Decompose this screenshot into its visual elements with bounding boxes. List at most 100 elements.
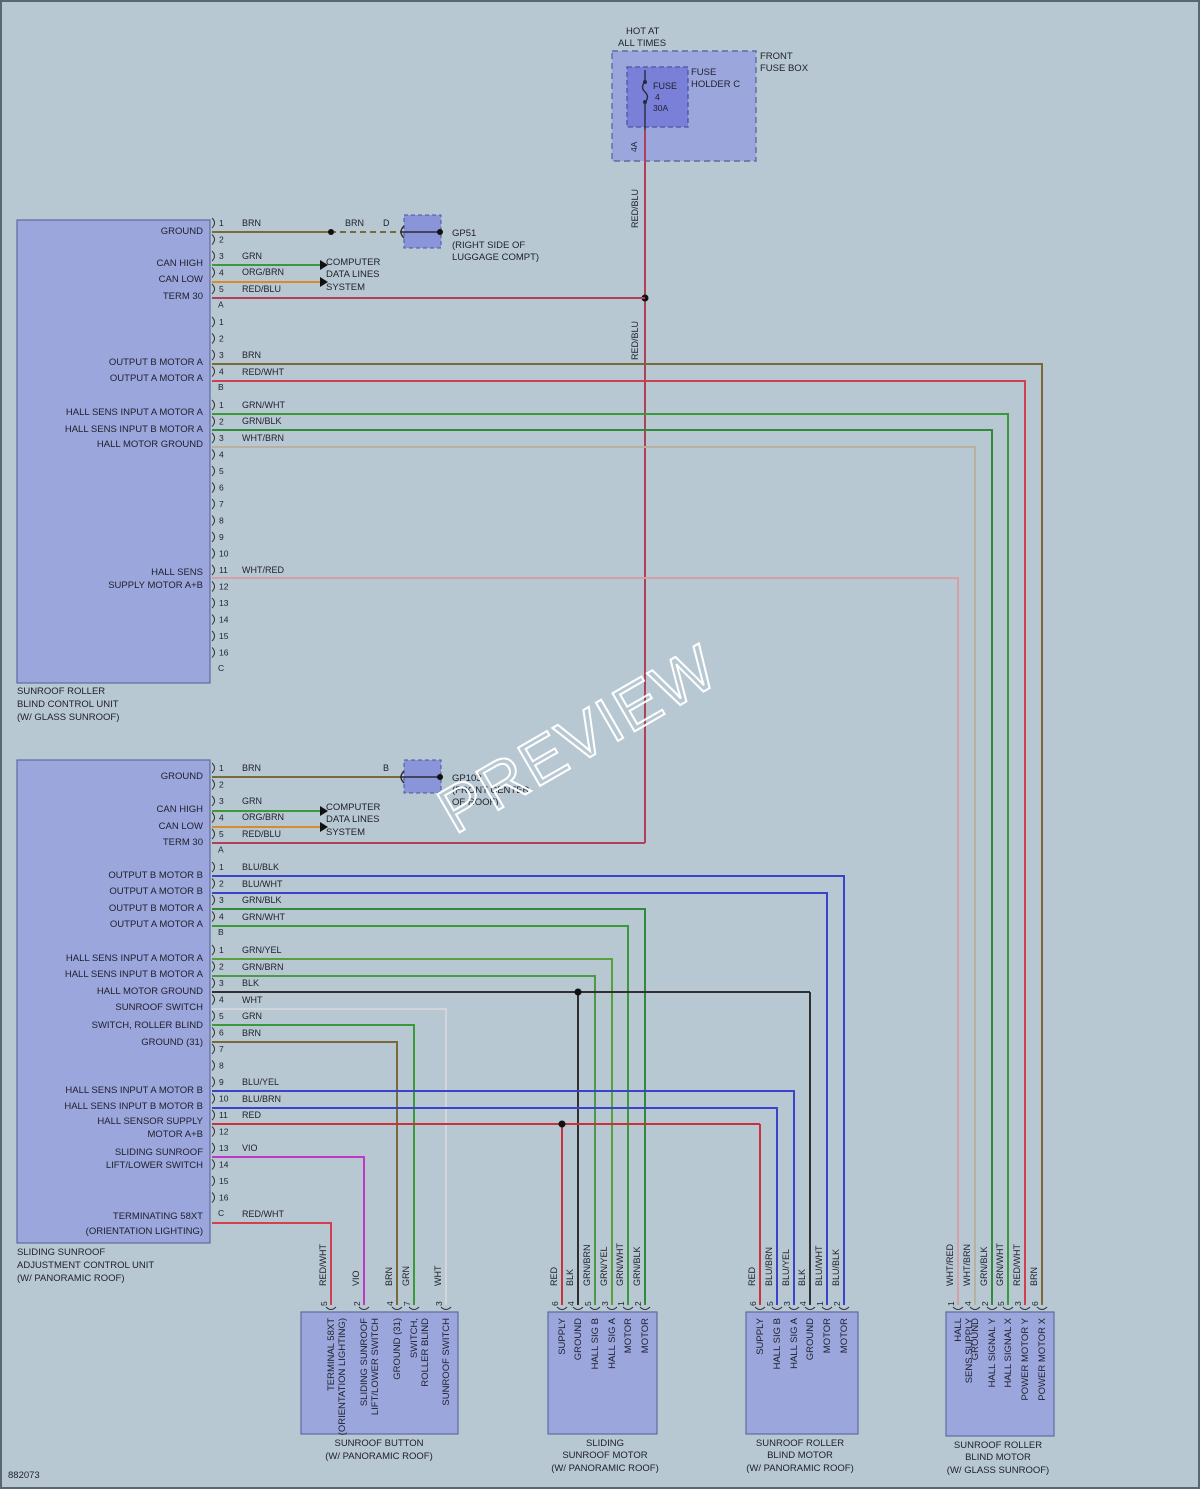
fuse-holder-label-1: FUSE [691,67,716,78]
svg-text:(W/ PANORAMIC ROOF): (W/ PANORAMIC ROOF) [746,1463,853,1474]
ground-dot [437,229,443,235]
connector-pin-mark [211,316,215,328]
connector-pin-mark [211,267,215,278]
connector-pin-number: 3 [219,796,224,806]
svg-text:BRN: BRN [242,350,261,360]
connector-pin-number: 11 [219,565,228,575]
svg-text:GRN: GRN [242,251,262,261]
preview-watermark: PREVIEW [426,630,730,847]
bottom-pin-label: GROUND [573,1318,584,1360]
bottom-wire-label: BRN [384,1267,394,1286]
connector-pin-number: 2 [219,417,224,427]
bottom-pin-number: 4 [566,1301,576,1306]
connector-pin-mark [211,894,215,906]
svg-text:BRN: BRN [242,763,261,773]
svg-text:WHT/BRN: WHT/BRN [242,433,284,443]
roller-blind-motor-panoramic [745,1311,859,1435]
connector-letter: A [218,300,224,310]
bottom-wire-label: WHT/RED [945,1244,955,1286]
wire-brn-motor [212,363,1043,1305]
connector-pin-mark [211,250,215,262]
connector-pin-number: 5 [219,1011,224,1021]
connector-pin-mark [211,1192,215,1203]
bottom-pin-label: HALLSENS SUPPLY [953,1317,975,1383]
bottom-wire-label: GRN/BRN [582,1244,592,1286]
svg-text:OUTPUT B MOTOR A: OUTPUT B MOTOR A [109,903,204,914]
svg-text:BLU/BLK: BLU/BLK [242,862,279,872]
connector-pin-number: 5 [219,829,224,839]
bottom-pin-label: MOTOR [822,1318,833,1353]
connector-pin-number: 14 [219,1160,229,1170]
bottom-pin-label: MOTOR [623,1318,634,1353]
connector-pin-mark [211,498,215,510]
svg-text:GRN/WHT: GRN/WHT [242,400,285,410]
connector-pin-mark [211,630,215,642]
connector-pin-mark [211,977,215,989]
pin-label: HALL SENS INPUT B MOTOR A [65,424,204,435]
bottom-pin-label: HALL SIGNAL X [1003,1317,1014,1387]
connector-pin-mark [211,795,215,807]
bottom-pin-label: GROUND [970,1318,981,1360]
connector-letter: C [218,1208,224,1218]
svg-text:BLU/YEL: BLU/YEL [242,1077,279,1087]
svg-text:GRN/YEL: GRN/YEL [242,945,282,955]
connector-pin-number: 11 [219,1110,228,1120]
bottom-pin-number: 3 [434,1301,444,1306]
svg-text:SLIDING SUNROOF: SLIDING SUNROOF [115,1147,203,1158]
svg-text:D: D [383,218,390,228]
connector-pin-number: 4 [219,268,224,278]
fuse-contact-bottom [643,100,647,104]
svg-text:HALL SENS INPUT A MOTOR A: HALL SENS INPUT A MOTOR A [66,953,204,964]
bottom-wire-label: BLU/BRN [764,1247,774,1286]
svg-text:RED/BLU: RED/BLU [242,284,281,294]
connector-pin-number: 10 [219,549,229,559]
bottom-pin-number: 4 [385,1301,395,1306]
svg-text:OUTPUT A MOTOR A: OUTPUT A MOTOR A [110,919,204,930]
connector-pin-mark [211,1060,215,1071]
bottom-pin-mark [440,1306,452,1310]
svg-text:WHT: WHT [242,995,263,1005]
pin-label: GROUND [161,226,203,237]
bottom-pin-number: 5 [765,1301,775,1306]
bottom-wire-label: BLU/BLK [831,1249,841,1286]
bottom-wire-label: BRN [1029,1267,1039,1286]
module1-name-1: SUNROOF ROLLER [17,686,105,697]
pin-label: HALL MOTOR GROUND [97,439,203,450]
connector-pin-number: 5 [219,284,224,294]
svg-text:SUNROOF ROLLER: SUNROOF ROLLER [954,1440,1042,1451]
connector-pin-mark [211,812,215,823]
svg-text:MOTOR A+B: MOTOR A+B [147,1129,203,1140]
gp51-desc-1: (RIGHT SIDE OF [452,240,525,251]
connector-pin-mark [211,333,215,344]
svg-text:SUPPLY MOTOR A+B: SUPPLY MOTOR A+B [108,580,203,591]
module2-wires [212,776,845,1305]
connector-pin-mark [211,564,215,576]
module1-name-3: (W/ GLASS SUNROOF) [17,712,119,723]
bottom-pin-mark [572,1306,584,1310]
svg-text:LIFT/LOWER SWITCH: LIFT/LOWER SWITCH [106,1160,203,1171]
connector-pin-number: 2 [219,235,224,245]
hot-label-1: HOT AT [626,26,660,37]
connector-pin-mark [211,366,215,377]
bottom-pin-label: SWITCH,ROLLER BLIND [409,1318,431,1387]
svg-text:(W/ GLASS SUNROOF): (W/ GLASS SUNROOF) [947,1465,1049,1476]
bottom-wire-label: RED [549,1266,559,1286]
bottom-pin-mark [1002,1306,1014,1310]
connector-pin-mark [211,911,215,922]
connector-pin-number: 12 [219,582,229,592]
connector-pin-number: 13 [219,1143,229,1153]
svg-text:RED/WHT: RED/WHT [242,367,284,377]
bottom-pin-mark [838,1306,850,1310]
connector-pin-mark [211,548,215,559]
svg-text:HALL SENS INPUT A MOTOR B: HALL SENS INPUT A MOTOR B [65,1085,203,1096]
bottom-pin-number: 3 [782,1301,792,1306]
diagram-number: 882073 [8,1470,40,1481]
bottom-pin-number: 5 [583,1301,593,1306]
bottom-pin-number: 1 [616,1301,626,1306]
gp103-label: GP103 [452,773,482,784]
cdl-label-2: DATA LINES [326,269,380,280]
connector-letter: B [218,927,224,937]
cdl2-label-2: DATA LINES [326,814,380,825]
connector-pin-number: 10 [219,1094,229,1104]
bottom-pin-label: POWER MOTOR Y [1020,1317,1031,1400]
